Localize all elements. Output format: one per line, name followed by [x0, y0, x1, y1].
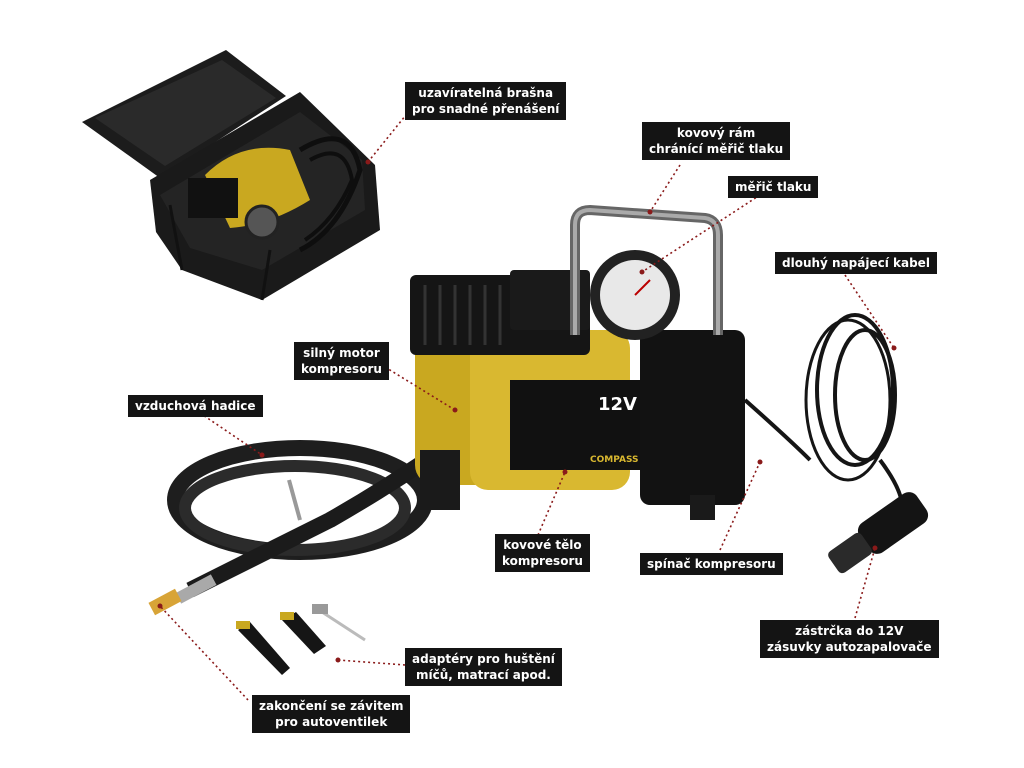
leader-lines	[157, 109, 897, 701]
carrying-bag	[82, 50, 380, 301]
label-switch: spínač kompresoru	[640, 553, 783, 575]
label-cable: dlouhý napájecí kabel	[775, 252, 937, 274]
label-gauge: měřič tlaku	[728, 176, 819, 198]
voltage-label: 12V	[598, 394, 637, 415]
inflation-adapters	[236, 604, 366, 675]
brand-label: COMPASS	[590, 455, 639, 465]
label-hose: vzduchová hadice	[128, 395, 263, 417]
compressor-unit	[410, 204, 745, 520]
power-cable	[743, 313, 929, 574]
